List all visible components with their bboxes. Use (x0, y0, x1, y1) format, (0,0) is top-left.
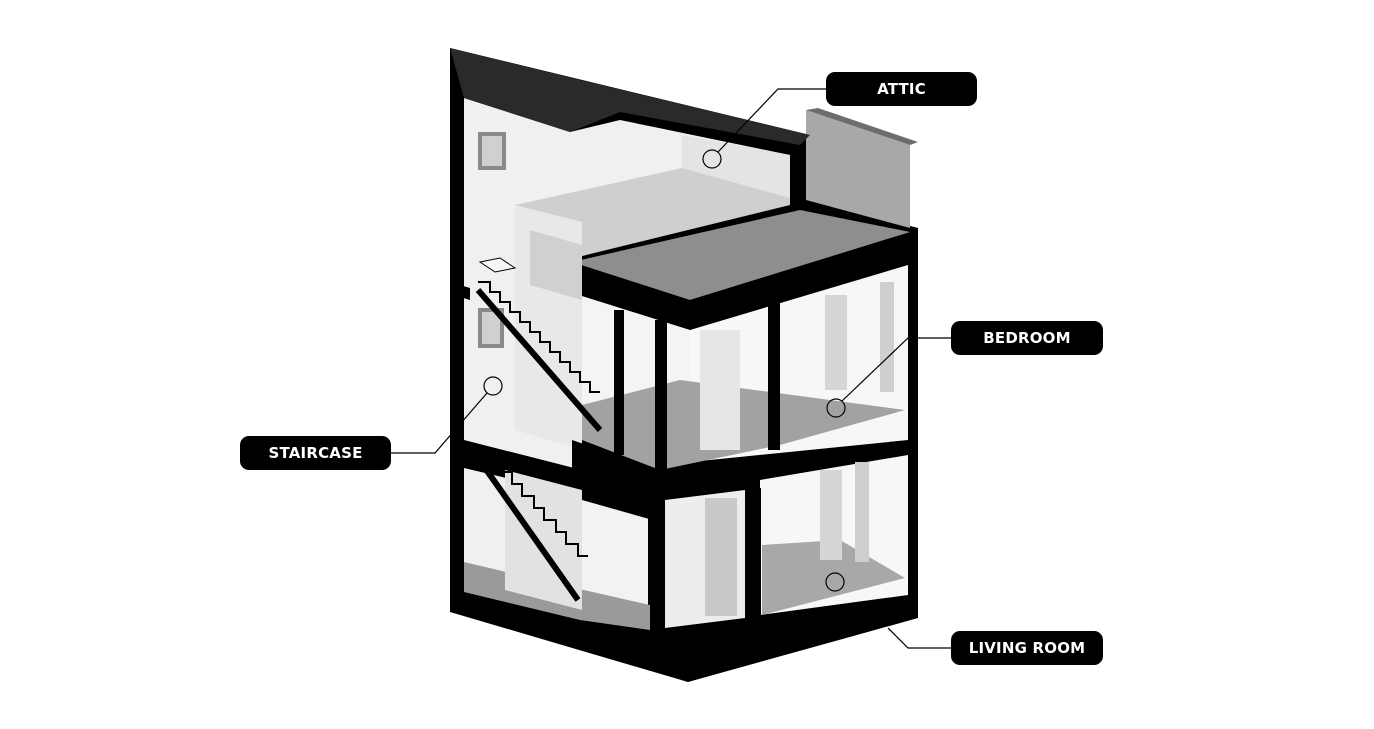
roof-slab-side (690, 230, 918, 332)
callout-living-room (825, 572, 951, 649)
living-room-floor (762, 540, 905, 615)
middle-room-door (705, 498, 737, 616)
bedroom-post-2 (655, 320, 667, 470)
bedroom-floor-slab (572, 440, 918, 500)
stair-core-upper-side (530, 230, 582, 300)
attic-marker (702, 149, 722, 169)
living-window-2 (855, 462, 869, 562)
bedroom-window (880, 282, 894, 392)
living-room-marker (825, 572, 845, 592)
base-slab (450, 595, 918, 682)
left-window-upper (478, 132, 506, 170)
bedroom-door-left (700, 330, 740, 450)
callout-staircase (391, 376, 503, 454)
sloped-roof (450, 48, 810, 145)
staircase-upper (475, 257, 603, 432)
back-parapet-top (806, 108, 918, 145)
roof-slab-front (572, 262, 690, 330)
staircase-lower (475, 447, 588, 602)
bedroom-door-right (825, 295, 847, 390)
callout-bedroom (826, 337, 951, 418)
bedroom-post-3 (768, 300, 780, 450)
bedroom-label: BEDROOM (951, 321, 1103, 355)
staircase-label: STAIRCASE (240, 436, 391, 470)
left-floor-slab-2 (450, 450, 470, 468)
living-window-1 (820, 470, 842, 560)
left-floor-slab (450, 282, 470, 300)
living-post (745, 488, 761, 628)
staircase-marker (483, 376, 503, 396)
bedroom-post-1 (614, 310, 624, 455)
callout-attic (702, 88, 826, 169)
house-cutaway (450, 48, 918, 682)
roof-slab-top (572, 210, 910, 300)
attic-label: ATTIC (826, 72, 977, 106)
attic-floor (515, 168, 790, 256)
living-post-left (648, 490, 664, 640)
back-parapet (806, 110, 910, 228)
living-room-label: LIVING ROOM (951, 631, 1103, 665)
bedroom-marker (826, 398, 846, 418)
